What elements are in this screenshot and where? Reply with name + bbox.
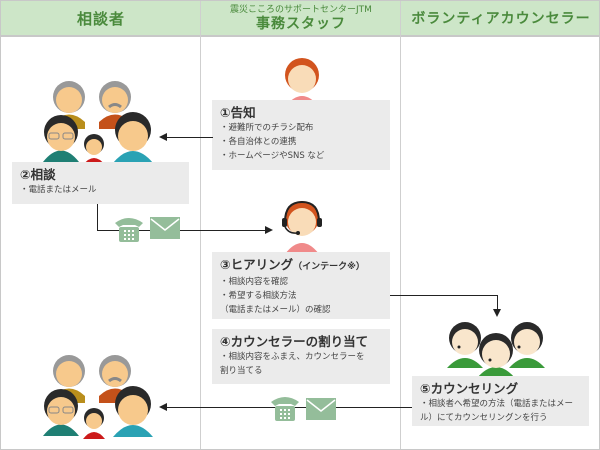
counselor-group-icon xyxy=(447,322,545,378)
step-4-item: ・相談内容をふまえ、カウンセラーを xyxy=(220,352,365,362)
step-1-title: ①告知 xyxy=(220,105,256,120)
step-3-item: ・希望する相談方法 xyxy=(220,291,297,301)
arrow-head-right xyxy=(265,226,273,234)
arrow-line xyxy=(97,230,267,231)
counselor xyxy=(509,322,545,368)
counselor xyxy=(477,333,515,378)
father xyxy=(43,389,79,436)
step-3-note: （インテーク※） xyxy=(293,262,365,272)
arrow-line xyxy=(97,204,98,231)
header-counselor-label: ボランティアカウンセラー xyxy=(411,11,591,27)
child xyxy=(83,408,105,439)
arrow-head-left xyxy=(159,403,167,411)
mother xyxy=(113,386,153,437)
header-staff-org: 震災こころのサポートセンターJTM xyxy=(230,4,372,15)
step-1-item: ・ホームページやSNS など xyxy=(220,151,325,161)
header-staff-label: 事務スタッフ xyxy=(256,15,346,32)
mother xyxy=(113,112,153,163)
step-1-item: ・避難所でのチラシ配布 xyxy=(220,123,314,133)
step-3-item: （電話またはメール）の確認 xyxy=(220,305,331,315)
header-col-staff: 震災こころのサポートセンターJTM 事務スタッフ xyxy=(201,1,401,35)
step-3-item: ・相談内容を確認 xyxy=(220,277,289,287)
step-2-item: ・電話またはメール xyxy=(20,185,97,195)
arrow-head-down xyxy=(493,309,501,317)
header-col-counselor: ボランティアカウンセラー xyxy=(401,1,600,35)
telephone-icon xyxy=(115,218,143,242)
column-divider xyxy=(200,1,201,449)
step-5-item: ル）にてカウンセリングンを行う xyxy=(420,413,548,423)
arrow-line xyxy=(390,295,498,296)
arrow-line xyxy=(497,295,498,309)
column-divider xyxy=(400,1,401,449)
step-1-notice: ①告知 ・避難所でのチラシ配布 ・各自治体との連携 ・ホームページやSNS など xyxy=(212,100,390,170)
staff-headset-icon xyxy=(282,200,322,254)
arrow-line xyxy=(166,137,213,138)
arrow-head-left xyxy=(159,133,167,141)
header-col-consultee: 相談者 xyxy=(1,1,201,35)
step-4-assign: ④カウンセラーの割り当て ・相談内容をふまえ、カウンセラーを 割り当てる xyxy=(212,329,390,384)
step-3-title: ③ヒアリング xyxy=(220,257,294,272)
counselor xyxy=(447,322,483,368)
step-5-title: ⑤カウンセリング xyxy=(420,381,519,396)
envelope-icon xyxy=(150,217,180,239)
family-group-icon xyxy=(43,355,153,439)
grandma xyxy=(53,355,85,403)
step-2-title: ②相談 xyxy=(20,167,56,182)
step-1-item: ・各自治体との連携 xyxy=(220,137,297,147)
header-consultee-label: 相談者 xyxy=(76,9,125,28)
step-5-counseling: ⑤カウンセリング ・相談者へ希望の方法（電話またはメー ル）にてカウンセリングン… xyxy=(412,376,589,426)
telephone-icon xyxy=(271,397,299,421)
step-3-hearing: ③ヒアリング（インテーク※） ・相談内容を確認 ・希望する相談方法 （電話または… xyxy=(212,252,390,319)
child xyxy=(83,134,105,165)
family-group-icon xyxy=(43,81,153,165)
step-4-item: 割り当てる xyxy=(220,366,263,376)
step-5-item: ・相談者へ希望の方法（電話またはメー xyxy=(420,399,574,409)
step-4-title: ④カウンセラーの割り当て xyxy=(220,334,369,349)
father xyxy=(43,115,79,162)
step-2-consult: ②相談 ・電話またはメール xyxy=(12,162,189,204)
envelope-icon xyxy=(306,398,336,420)
header-row: 相談者 震災こころのサポートセンターJTM 事務スタッフ ボランティアカウンセラ… xyxy=(1,1,599,37)
